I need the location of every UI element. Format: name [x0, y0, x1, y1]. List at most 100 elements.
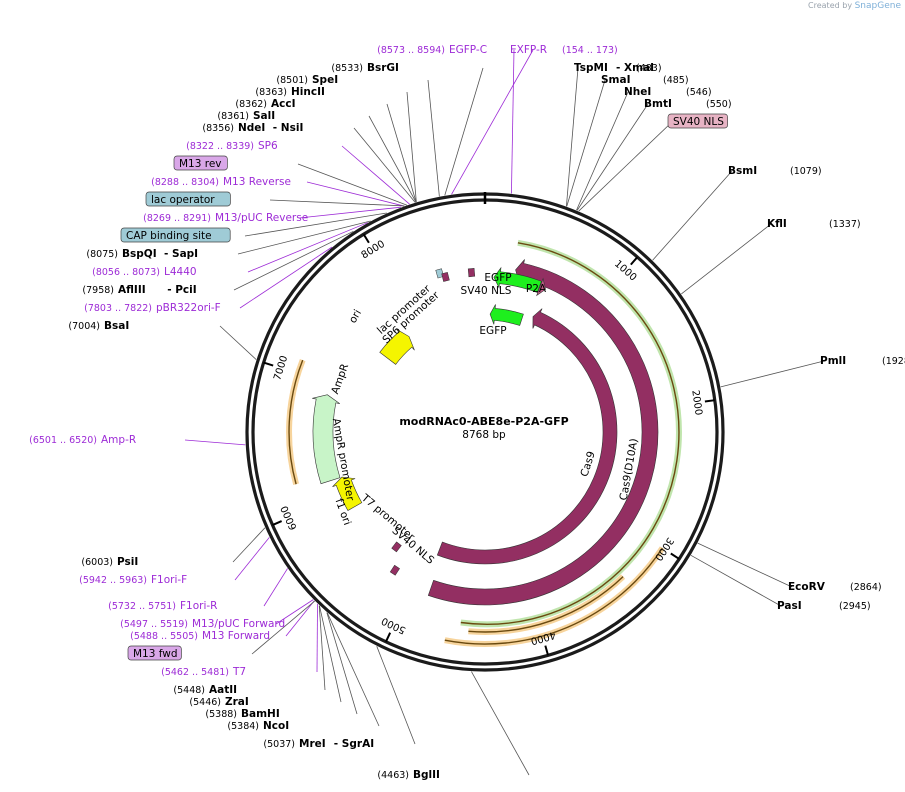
- enzyme-name: SalI: [253, 110, 275, 122]
- leader-m13-puc-reverse: [298, 206, 402, 219]
- enzyme-label-afliii: (7958)AflIII- PciI: [82, 284, 196, 296]
- enzyme-name: BsrGI: [367, 62, 399, 74]
- primer-name: Amp-R: [101, 434, 136, 446]
- enzyme-name: NdeI: [238, 122, 265, 134]
- enzyme-label-bsai: (7004)BsaI: [68, 320, 129, 332]
- enzyme-name: ZraI: [225, 696, 249, 708]
- leader-mrei: [376, 646, 416, 745]
- enzyme-position: (485): [663, 75, 689, 86]
- tick-label: 3000: [652, 535, 675, 562]
- orf-inner-orange: [468, 576, 624, 633]
- primer-name: M13/pUC Forward: [192, 618, 285, 630]
- primer-label-f1ori-r: (5732 .. 5751)F1ori-R: [108, 600, 217, 612]
- enzyme-label-aatii: (5448)AatII: [173, 684, 237, 696]
- feature-box-m13-rev: M13 rev: [173, 155, 228, 171]
- enzyme-label-bsrgi: (8533)BsrGI: [331, 62, 399, 74]
- enzyme-name: NheI: [624, 86, 651, 98]
- primer-name: L4440: [164, 266, 197, 278]
- enzyme-position: (2945): [839, 601, 871, 612]
- leader-sv40-nls: [578, 121, 673, 212]
- enzyme-name: BamHI: [241, 708, 280, 720]
- enzyme-name-2: - XmaI: [616, 62, 654, 74]
- leader-kfli: [681, 223, 772, 295]
- feature-box-sv40-nls: SV40 NLS: [667, 113, 728, 129]
- enzyme-name: SmaI: [601, 74, 631, 86]
- box-bg: [127, 645, 182, 661]
- primer-name: T7: [232, 666, 246, 678]
- enzyme-label-nhei: (546)NheI: [624, 86, 712, 98]
- orf-left-orange: [288, 359, 304, 485]
- primer-name: M13 Forward: [202, 630, 270, 642]
- enzyme-position: (6003): [81, 557, 113, 568]
- primer-range: (8288 .. 8304): [151, 177, 219, 188]
- primer-label-m13-forward: (5488 .. 5505)M13 Forward: [130, 630, 270, 642]
- primer-range: (8269 .. 8291): [143, 213, 211, 224]
- enzyme-name: HincII: [291, 86, 325, 98]
- enzyme-name: NcoI: [263, 720, 289, 732]
- primer-name: F1ori-R: [180, 600, 217, 612]
- enzyme-label-ndei: (8356)NdeI- NsiI: [202, 122, 303, 134]
- enzyme-label-zrai: (5446)ZraI: [189, 696, 248, 708]
- leader-m13-forward: [285, 600, 315, 637]
- sv40-nls-box-top: [467, 268, 476, 278]
- box-bg: [120, 227, 231, 243]
- primer-name: EXFP-R: [510, 44, 547, 56]
- enzyme-label-spei: (8501)SpeI: [276, 74, 338, 86]
- primer-name: M13/pUC Reverse: [215, 212, 308, 224]
- box-label: M13 rev: [179, 158, 222, 170]
- arc-label-egfp1: EGFP: [484, 272, 511, 284]
- f1-ori-arrow: [332, 476, 363, 511]
- primer-range: (7803 .. 7822): [84, 303, 152, 314]
- leader-tspmi: [566, 67, 579, 207]
- enzyme-position: (1079): [790, 166, 822, 177]
- enzyme-name: PasI: [777, 600, 802, 612]
- ori-arrow: [379, 328, 415, 365]
- leader-cap-binding-site: [244, 212, 387, 237]
- leader-bsai: [219, 325, 257, 360]
- leader-sali: [368, 115, 417, 203]
- enzyme-label-sali: (8361)SalI: [217, 110, 275, 122]
- enzyme-label-bglii: (4463)BglII: [377, 769, 440, 781]
- leader-l4440: [247, 222, 368, 273]
- primer-label-f1ori-f: (5942 .. 5963)F1ori-F: [79, 574, 187, 586]
- lac-operator-box: [435, 268, 445, 279]
- features: [312, 259, 659, 606]
- enzyme-name: BspQI: [122, 248, 157, 260]
- enzyme-name: PsiI: [117, 556, 138, 568]
- enzyme-position: (7004): [68, 321, 100, 332]
- primer-label-egfp-c: (8573 .. 8594)EGFP-C: [377, 44, 487, 56]
- enzyme-position: (5448): [173, 685, 205, 696]
- primer-label-m13-reverse: (8288 .. 8304) M13 Reverse: [151, 176, 291, 188]
- leader-m13-puc-forward: [275, 599, 314, 625]
- box-bg: [145, 191, 231, 207]
- enzyme-label-mrei: (5037)MreI- SgrAI: [263, 738, 374, 750]
- t7-promoter-box: [389, 564, 400, 576]
- leader-ndei: [353, 127, 416, 203]
- enzyme-label-smai: (485) SmaI: [601, 74, 689, 86]
- egfp-arrow-1: [493, 266, 542, 293]
- leader-ecorv: [697, 542, 793, 588]
- enzyme-label-ecorv: (2864)EcoRV: [788, 581, 882, 593]
- enzyme-label-ncoi: (5384)NcoI: [227, 720, 289, 732]
- enzyme-name-2: - SapI: [164, 248, 198, 260]
- enzyme-label-pasi: (2945) PasI: [777, 600, 871, 612]
- enzyme-position: (7958): [82, 285, 114, 296]
- primer-label-t7: (5462 .. 5481)T7: [161, 666, 246, 678]
- tick-3000: [670, 552, 680, 560]
- enzyme-name: BmtI: [644, 98, 672, 110]
- enzyme-position: (8501): [276, 75, 308, 86]
- enzyme-label-psii: (6003) PsiI: [81, 556, 138, 568]
- primer-name: M13 Reverse: [223, 176, 291, 188]
- enzyme-label-bspqi: (8075)BspQI- SapI: [86, 248, 198, 260]
- tick-label: 5000: [380, 615, 408, 636]
- tick-label: 8000: [360, 239, 387, 262]
- enzyme-label-hincii: (8363)HincII: [255, 86, 325, 98]
- primer-name: pBR322ori-F: [156, 302, 221, 314]
- primer-name: SP6: [258, 140, 278, 152]
- enzyme-position: (483): [636, 63, 662, 74]
- enzyme-label-tspmi: (483)TspMI- XmaI: [574, 62, 662, 74]
- primer-range: (8056 .. 8073): [92, 267, 160, 278]
- arc-label-cas9: Cas9: [578, 450, 597, 478]
- arc-label-ampr: AmpR: [329, 362, 351, 396]
